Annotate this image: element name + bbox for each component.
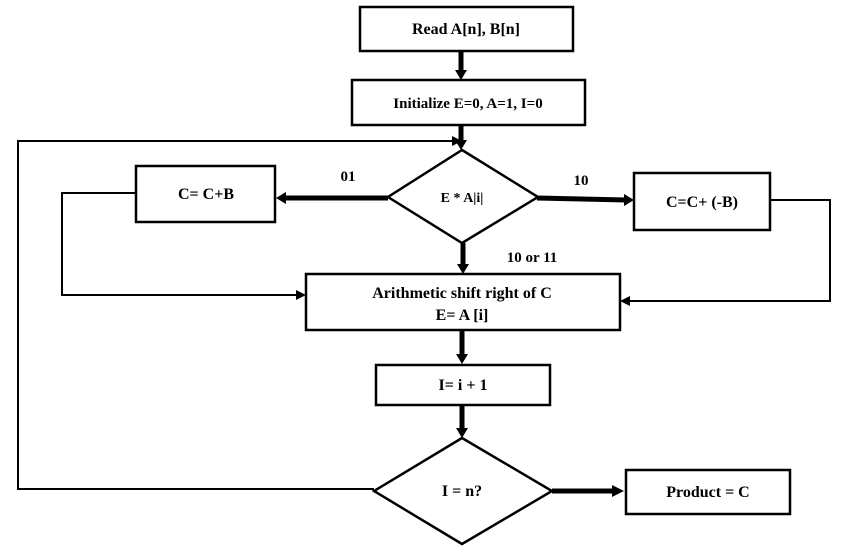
arrowhead-check-product	[612, 485, 624, 497]
arrowhead-decision-shift	[457, 264, 469, 274]
arrowhead-sub-shift	[620, 296, 630, 306]
node-add: C= C+B	[134, 164, 277, 224]
node-product-label: Product = C	[666, 484, 749, 501]
connectors	[17, 50, 831, 497]
edge-label-down: 10 or 11	[507, 250, 558, 266]
node-read-label: Read A[n], B[n]	[412, 21, 520, 38]
node-read: Read A[n], B[n]	[358, 5, 575, 53]
node-sub-label: C=C+ (-B)	[666, 194, 738, 211]
node-product: Product = C	[624, 468, 792, 516]
line-loop-back	[17, 140, 452, 490]
node-increment-label: I= i + 1	[439, 377, 488, 394]
arrowhead-shift-increment	[456, 354, 468, 364]
node-sub: C=C+ (-B)	[632, 171, 772, 232]
node-shift-label-line2: E= A [i]	[436, 307, 489, 324]
node-decision: E * A|i|	[385, 148, 541, 245]
line-sub-to-shift	[630, 199, 831, 302]
node-init: Initialize E=0, A=1, I=0	[350, 78, 587, 127]
line-add-to-shift	[61, 192, 298, 296]
node-increment: I= i + 1	[374, 363, 552, 407]
arrowhead-decision-sub	[624, 194, 634, 206]
arrowhead-add-shift	[296, 290, 306, 300]
arrowhead-read-init	[455, 70, 467, 80]
node-decision-label: E * A|i|	[441, 191, 484, 206]
node-shift-label-line1: Arithmetic shift right of C	[372, 285, 552, 302]
node-add-label: C= C+B	[178, 186, 234, 203]
edge-label-right: 10	[574, 173, 589, 189]
arrowhead-increment-check	[456, 428, 468, 438]
edge-label-left: 01	[341, 169, 356, 185]
node-check: I = n?	[371, 436, 555, 546]
arrowhead-decision-add	[276, 192, 286, 204]
node-init-label: Initialize E=0, A=1, I=0	[393, 96, 542, 112]
node-check-label: I = n?	[442, 483, 482, 500]
node-shift: Arithmetic shift right of C E= A [i]	[304, 272, 622, 332]
arrow-decision-to-sub	[536, 195, 627, 203]
arrowhead-loop-back	[452, 136, 462, 146]
